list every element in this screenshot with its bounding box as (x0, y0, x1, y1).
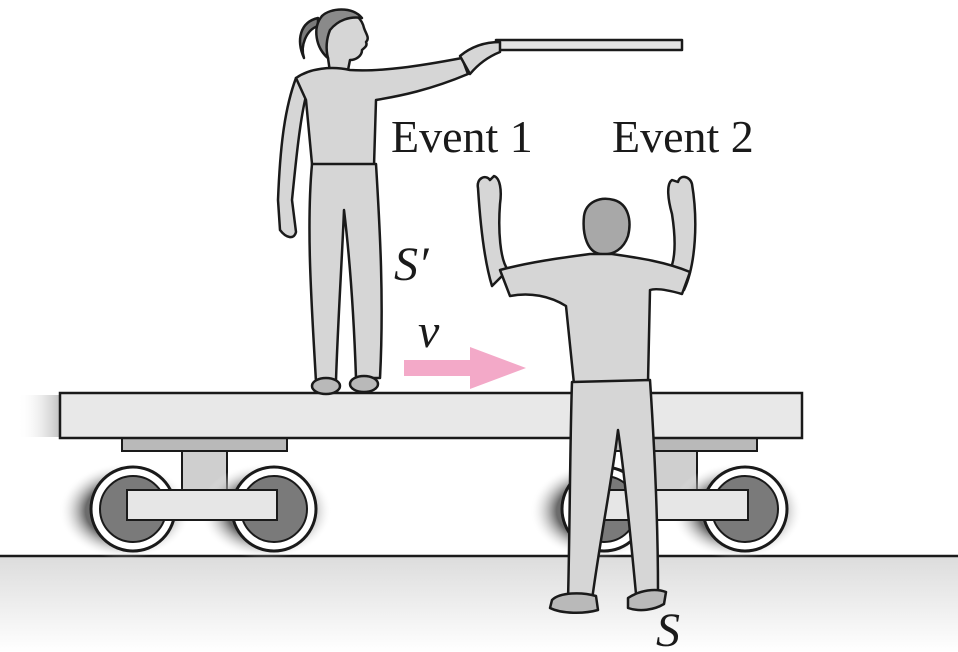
man-head (584, 199, 630, 255)
woman-legs (309, 164, 381, 382)
velocity-label: v (418, 305, 440, 358)
railroad-car (18, 393, 803, 559)
man-torso (500, 254, 690, 385)
axle-link-right (598, 490, 748, 520)
man-shoe-left (550, 593, 598, 612)
woman-hand (460, 42, 500, 74)
frame-s-label: S (656, 604, 680, 652)
meter-stick (496, 40, 682, 50)
woman-shoe-left (312, 378, 340, 394)
event-1-label: Event 1 (391, 111, 533, 162)
ground (0, 556, 958, 652)
car-deck (60, 393, 802, 438)
event-2-label: Event 2 (612, 111, 754, 162)
woman-ponytail (300, 18, 318, 58)
frame-s-prime-label: S′ (394, 238, 430, 291)
woman-shoe-right (350, 376, 378, 392)
woman-left-arm (278, 78, 306, 237)
axle-link-left (127, 490, 277, 520)
